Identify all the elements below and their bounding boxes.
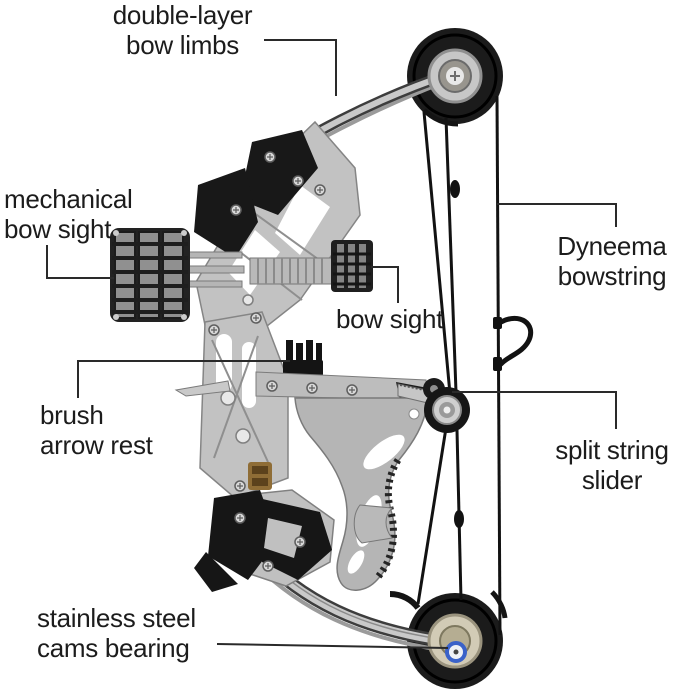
bow-sight-block bbox=[249, 240, 373, 292]
label-line: bow limbs bbox=[126, 30, 239, 60]
sight-rail-bars bbox=[185, 251, 245, 288]
label-line: mechanical bbox=[4, 184, 133, 214]
upper-limb-pocket bbox=[194, 130, 326, 258]
top-cam-bearing bbox=[427, 48, 483, 104]
callout-line-stainless-steel-cams-bearing bbox=[216, 643, 449, 649]
label-line: cams bearing bbox=[37, 633, 190, 663]
label-dyneema-bowstring: Dyneema bowstring bbox=[545, 231, 679, 291]
mechanical-bow-sight-block bbox=[110, 228, 190, 322]
lower-limb-pocket bbox=[194, 490, 332, 592]
label-mechanical-bow-sight: mechanical bow sight bbox=[4, 184, 133, 244]
callout-lines bbox=[46, 39, 617, 649]
callout-line-brush-arrow-rest bbox=[77, 360, 290, 398]
label-line: split string bbox=[555, 435, 669, 465]
label-line: arrow rest bbox=[40, 430, 153, 460]
label-split-string-slider: split string slider bbox=[545, 435, 679, 495]
callout-line-double-layer-bow-limbs bbox=[264, 39, 337, 96]
label-bow-sight: bow sight bbox=[336, 304, 443, 334]
label-line: double-layer bbox=[112, 0, 253, 30]
brush-arrow-rest bbox=[283, 340, 323, 376]
label-brush-arrow-rest: brush arrow rest bbox=[40, 400, 153, 460]
label-line: Dyneema bbox=[557, 231, 667, 261]
arrow-rest-prong bbox=[174, 380, 231, 397]
label-line: bowstring bbox=[557, 261, 667, 291]
callout-line-mechanical-bow-sight bbox=[46, 245, 114, 279]
callout-line-bow-sight bbox=[371, 266, 399, 303]
d-loop bbox=[493, 315, 534, 371]
label-line: bow sight bbox=[336, 304, 444, 334]
callout-line-split-string-slider bbox=[452, 391, 617, 429]
label-double-layer-bow-limbs: double-layer bow limbs bbox=[70, 0, 295, 60]
riser-mid-section bbox=[199, 311, 289, 499]
label-line: slider bbox=[581, 465, 643, 495]
split-string-slider-roller bbox=[397, 378, 470, 433]
split-cables bbox=[389, 108, 508, 619]
bottom-cam-bearing bbox=[427, 613, 483, 669]
label-stainless-steel-cams-bearing: stainless steel cams bearing bbox=[37, 603, 196, 663]
callout-line-dyneema-bowstring bbox=[497, 203, 617, 227]
label-line: stainless steel bbox=[37, 603, 196, 633]
riser-logo bbox=[248, 462, 272, 490]
label-line: bow sight bbox=[4, 214, 112, 244]
label-line: brush bbox=[40, 400, 104, 430]
